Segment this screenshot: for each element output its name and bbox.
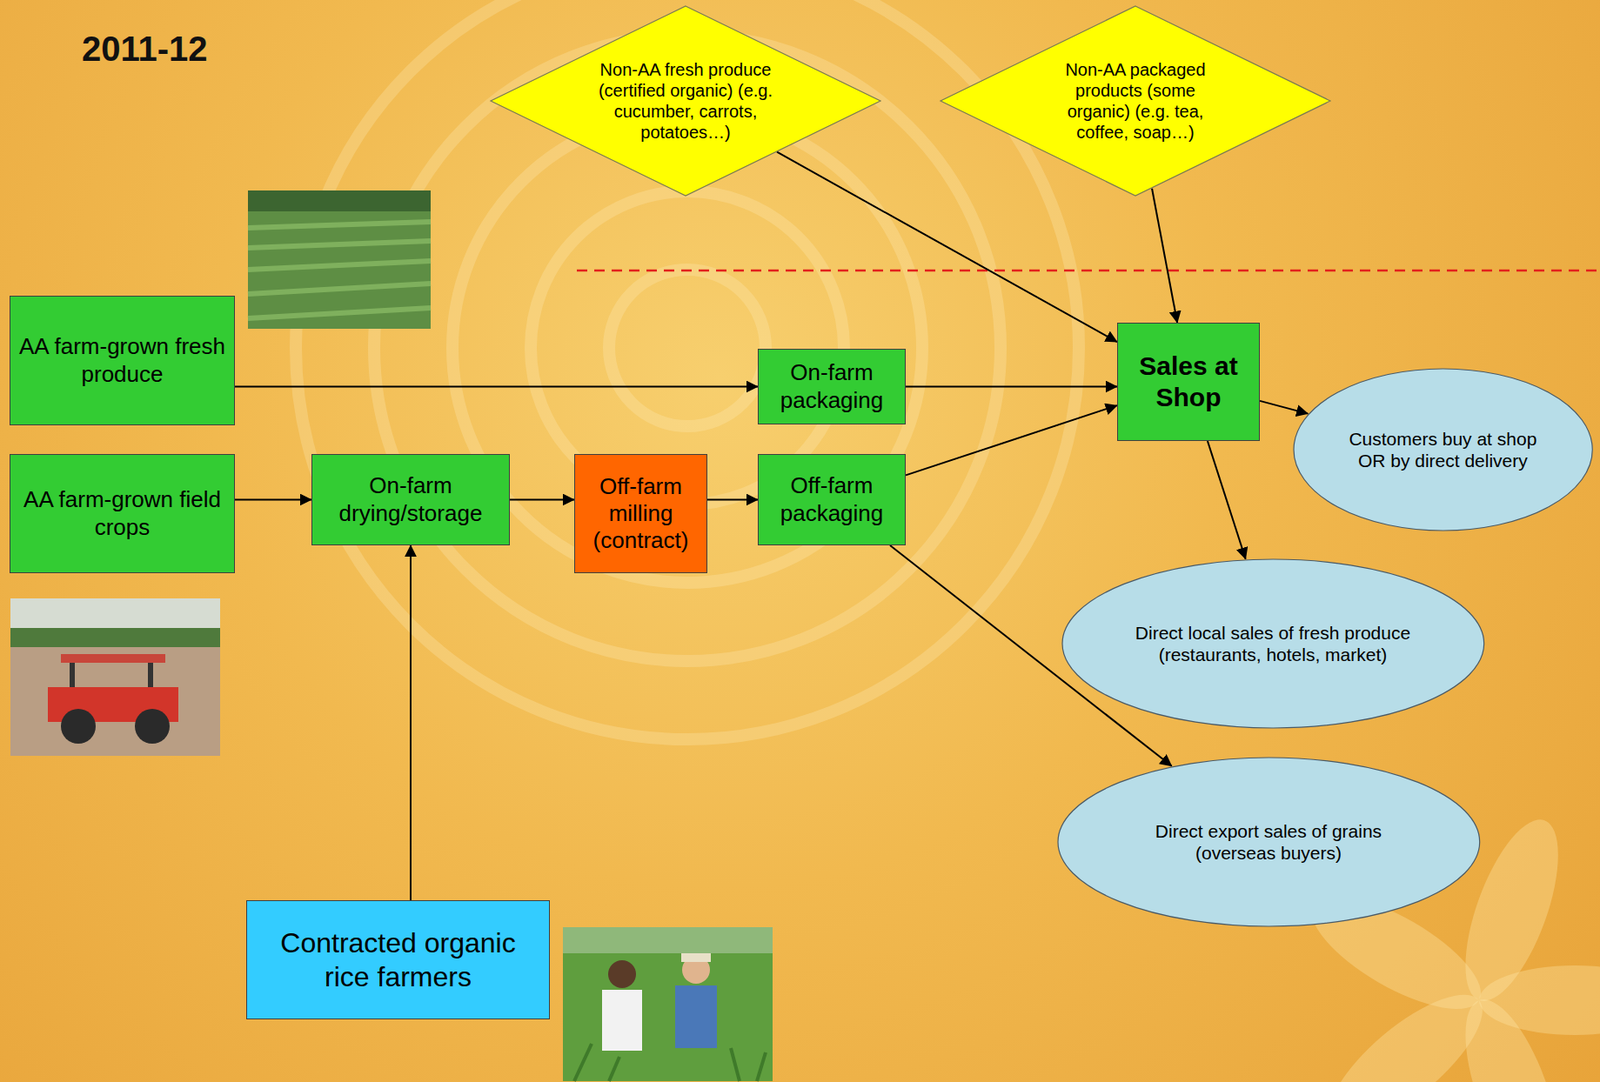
- node-label: Contracted organic rice farmers: [255, 926, 541, 994]
- rice-leaves: [574, 1044, 766, 1082]
- node-label: Direct local sales of fresh produce (res…: [1129, 622, 1417, 666]
- tractor-photo: [10, 598, 221, 757]
- diamond-shape: [940, 6, 1331, 196]
- ellipse-outline: [1292, 368, 1594, 532]
- flow-arrow: [1151, 188, 1178, 323]
- diamond-outline: [489, 5, 882, 197]
- farmer-head: [608, 960, 636, 989]
- flow-arrow: [234, 499, 312, 502]
- photo-ground: [247, 190, 431, 329]
- tractor-post: [147, 662, 154, 690]
- process-box: Off-farm packaging: [757, 454, 906, 546]
- photo-soil: [10, 598, 221, 757]
- tractor-wheel: [60, 709, 96, 744]
- flow-arrow: [509, 499, 575, 502]
- outlet-ellipse: Direct local sales of fresh produce (res…: [1061, 558, 1486, 730]
- flow-arrow: [905, 386, 1118, 389]
- supplier-box: Contracted organic rice farmers: [246, 900, 550, 1020]
- flow-arrow: [409, 545, 412, 901]
- node-label: On-farm packaging: [767, 359, 897, 414]
- ellipse-shape: [1057, 757, 1480, 927]
- tractor-roof: [60, 654, 166, 663]
- farmer-cap: [681, 953, 711, 963]
- flow-arrow: [234, 386, 758, 389]
- node-label: Non-AA packaged products (some organic) …: [1044, 59, 1227, 143]
- diamond-shape: [490, 6, 881, 196]
- process-box: On-farm drying/storage: [311, 454, 510, 546]
- process-box: On-farm packaging: [757, 348, 906, 425]
- node-label: AA farm-grown field crops: [19, 486, 226, 541]
- outlet-ellipse: Direct export sales of grains (overseas …: [1057, 756, 1481, 928]
- flow-arrow: [776, 152, 1118, 343]
- photo-trees: [247, 190, 431, 212]
- tractor-wheel: [134, 709, 170, 744]
- node-label: Direct export sales of grains (overseas …: [1124, 820, 1413, 864]
- ellipse-shape: [1293, 368, 1593, 531]
- photo-trees: [10, 628, 221, 648]
- ellipse-shape: [1062, 559, 1485, 729]
- node-label: Off-farm milling (contract): [583, 473, 698, 556]
- swirl-ring: [609, 269, 766, 427]
- ellipse-outline: [1057, 756, 1481, 928]
- node-label: Non-AA fresh produce (certified organic)…: [594, 59, 777, 143]
- farmer-shirt: [675, 985, 717, 1049]
- diamond-outline: [939, 5, 1332, 197]
- photo-sky: [10, 598, 221, 630]
- node-label: Customers buy at shop OR by direct deliv…: [1342, 428, 1543, 472]
- farmer-shirt: [602, 990, 643, 1052]
- node-label: AA farm-grown fresh produce: [19, 333, 226, 388]
- outlet-ellipse: Customers buy at shop OR by direct deliv…: [1292, 368, 1594, 532]
- input-diamond: Non-AA fresh produce (certified organic)…: [489, 5, 882, 197]
- tractor-post: [69, 662, 75, 690]
- flow-arrow: [1207, 441, 1246, 560]
- crop-rows: [247, 221, 431, 319]
- node-label: Off-farm packaging: [767, 472, 897, 527]
- shop-box: Sales at Shop: [1117, 322, 1260, 442]
- field-photo: [247, 190, 431, 329]
- diagram-title: 2011-12: [81, 29, 208, 69]
- source-box: AA farm-grown fresh produce: [9, 295, 235, 426]
- node-label: Sales at Shop: [1126, 350, 1251, 414]
- source-box: AA farm-grown field crops: [9, 454, 235, 574]
- input-diamond: Non-AA packaged products (some organic) …: [939, 5, 1332, 197]
- swirl-ring: [374, 34, 1001, 662]
- flow-arrow: [707, 499, 758, 502]
- divider-dashed-line: [576, 269, 1600, 273]
- photo-rice-field: [562, 927, 773, 1082]
- node-label: On-farm drying/storage: [321, 472, 501, 527]
- farmers-photo: [562, 927, 773, 1082]
- ellipse-outline: [1061, 558, 1486, 730]
- flow-arrow: [905, 405, 1118, 476]
- flow-arrow: [1259, 401, 1308, 415]
- contract-process-box: Off-farm milling (contract): [574, 454, 708, 574]
- photo-background: [562, 927, 773, 954]
